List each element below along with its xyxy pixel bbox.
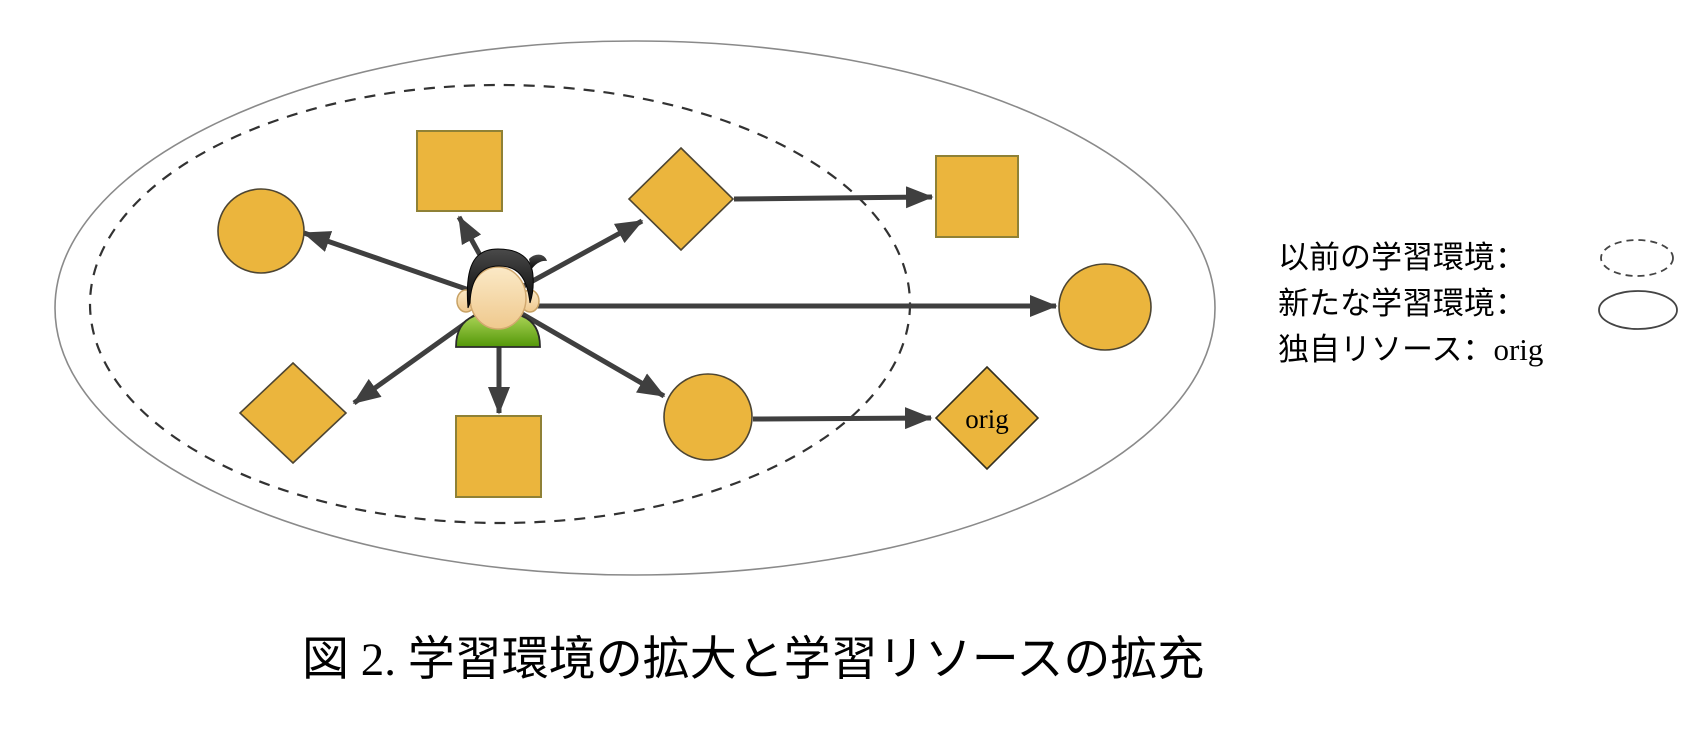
hair-swoosh: [529, 254, 547, 270]
arrow-to-circle-bottom: [496, 297, 666, 399]
new-environment-ellipse: [54, 40, 1216, 576]
hair: [466, 248, 534, 309]
resource-square-right: [935, 155, 1019, 238]
legend: 以前の学習環境： 新たな学習環境： 独自リソース：orig: [1278, 239, 1678, 367]
legend-new-env-label: 新たな学習環境：: [1278, 286, 1526, 321]
resource-square-bottom: [455, 415, 542, 498]
resource-circle-right: [1058, 263, 1152, 351]
legend-previous-env-label: 以前の学習環境：: [1278, 240, 1526, 275]
resource-circle-top-left: [217, 188, 305, 274]
figure-caption: 図 2. 学習環境の拡大と学習リソースの拡充: [302, 634, 1204, 686]
resource-diamond-top: [627, 146, 735, 252]
arrow-circle-to-orig-diamond: [752, 407, 933, 430]
legend-orig-resource-label: 独自リソース：orig: [1278, 332, 1543, 367]
resource-diamond-bottom-left: [238, 361, 348, 465]
face: [469, 266, 527, 330]
learner-icon: [455, 248, 547, 348]
orig-diamond-label: orig: [965, 404, 1009, 434]
resource-circle-bottom: [663, 373, 753, 461]
resource-shapes: [217, 130, 1152, 498]
legend-solid-ellipse-symbol: [1598, 290, 1678, 330]
resource-square-top: [416, 130, 503, 212]
arrow-diamond-to-square-right: [733, 186, 934, 209]
resource-diamond-orig: [934, 365, 1040, 471]
arrow-to-circle-top-left: [302, 230, 499, 303]
legend-dashed-ellipse-symbol: [1600, 239, 1674, 277]
